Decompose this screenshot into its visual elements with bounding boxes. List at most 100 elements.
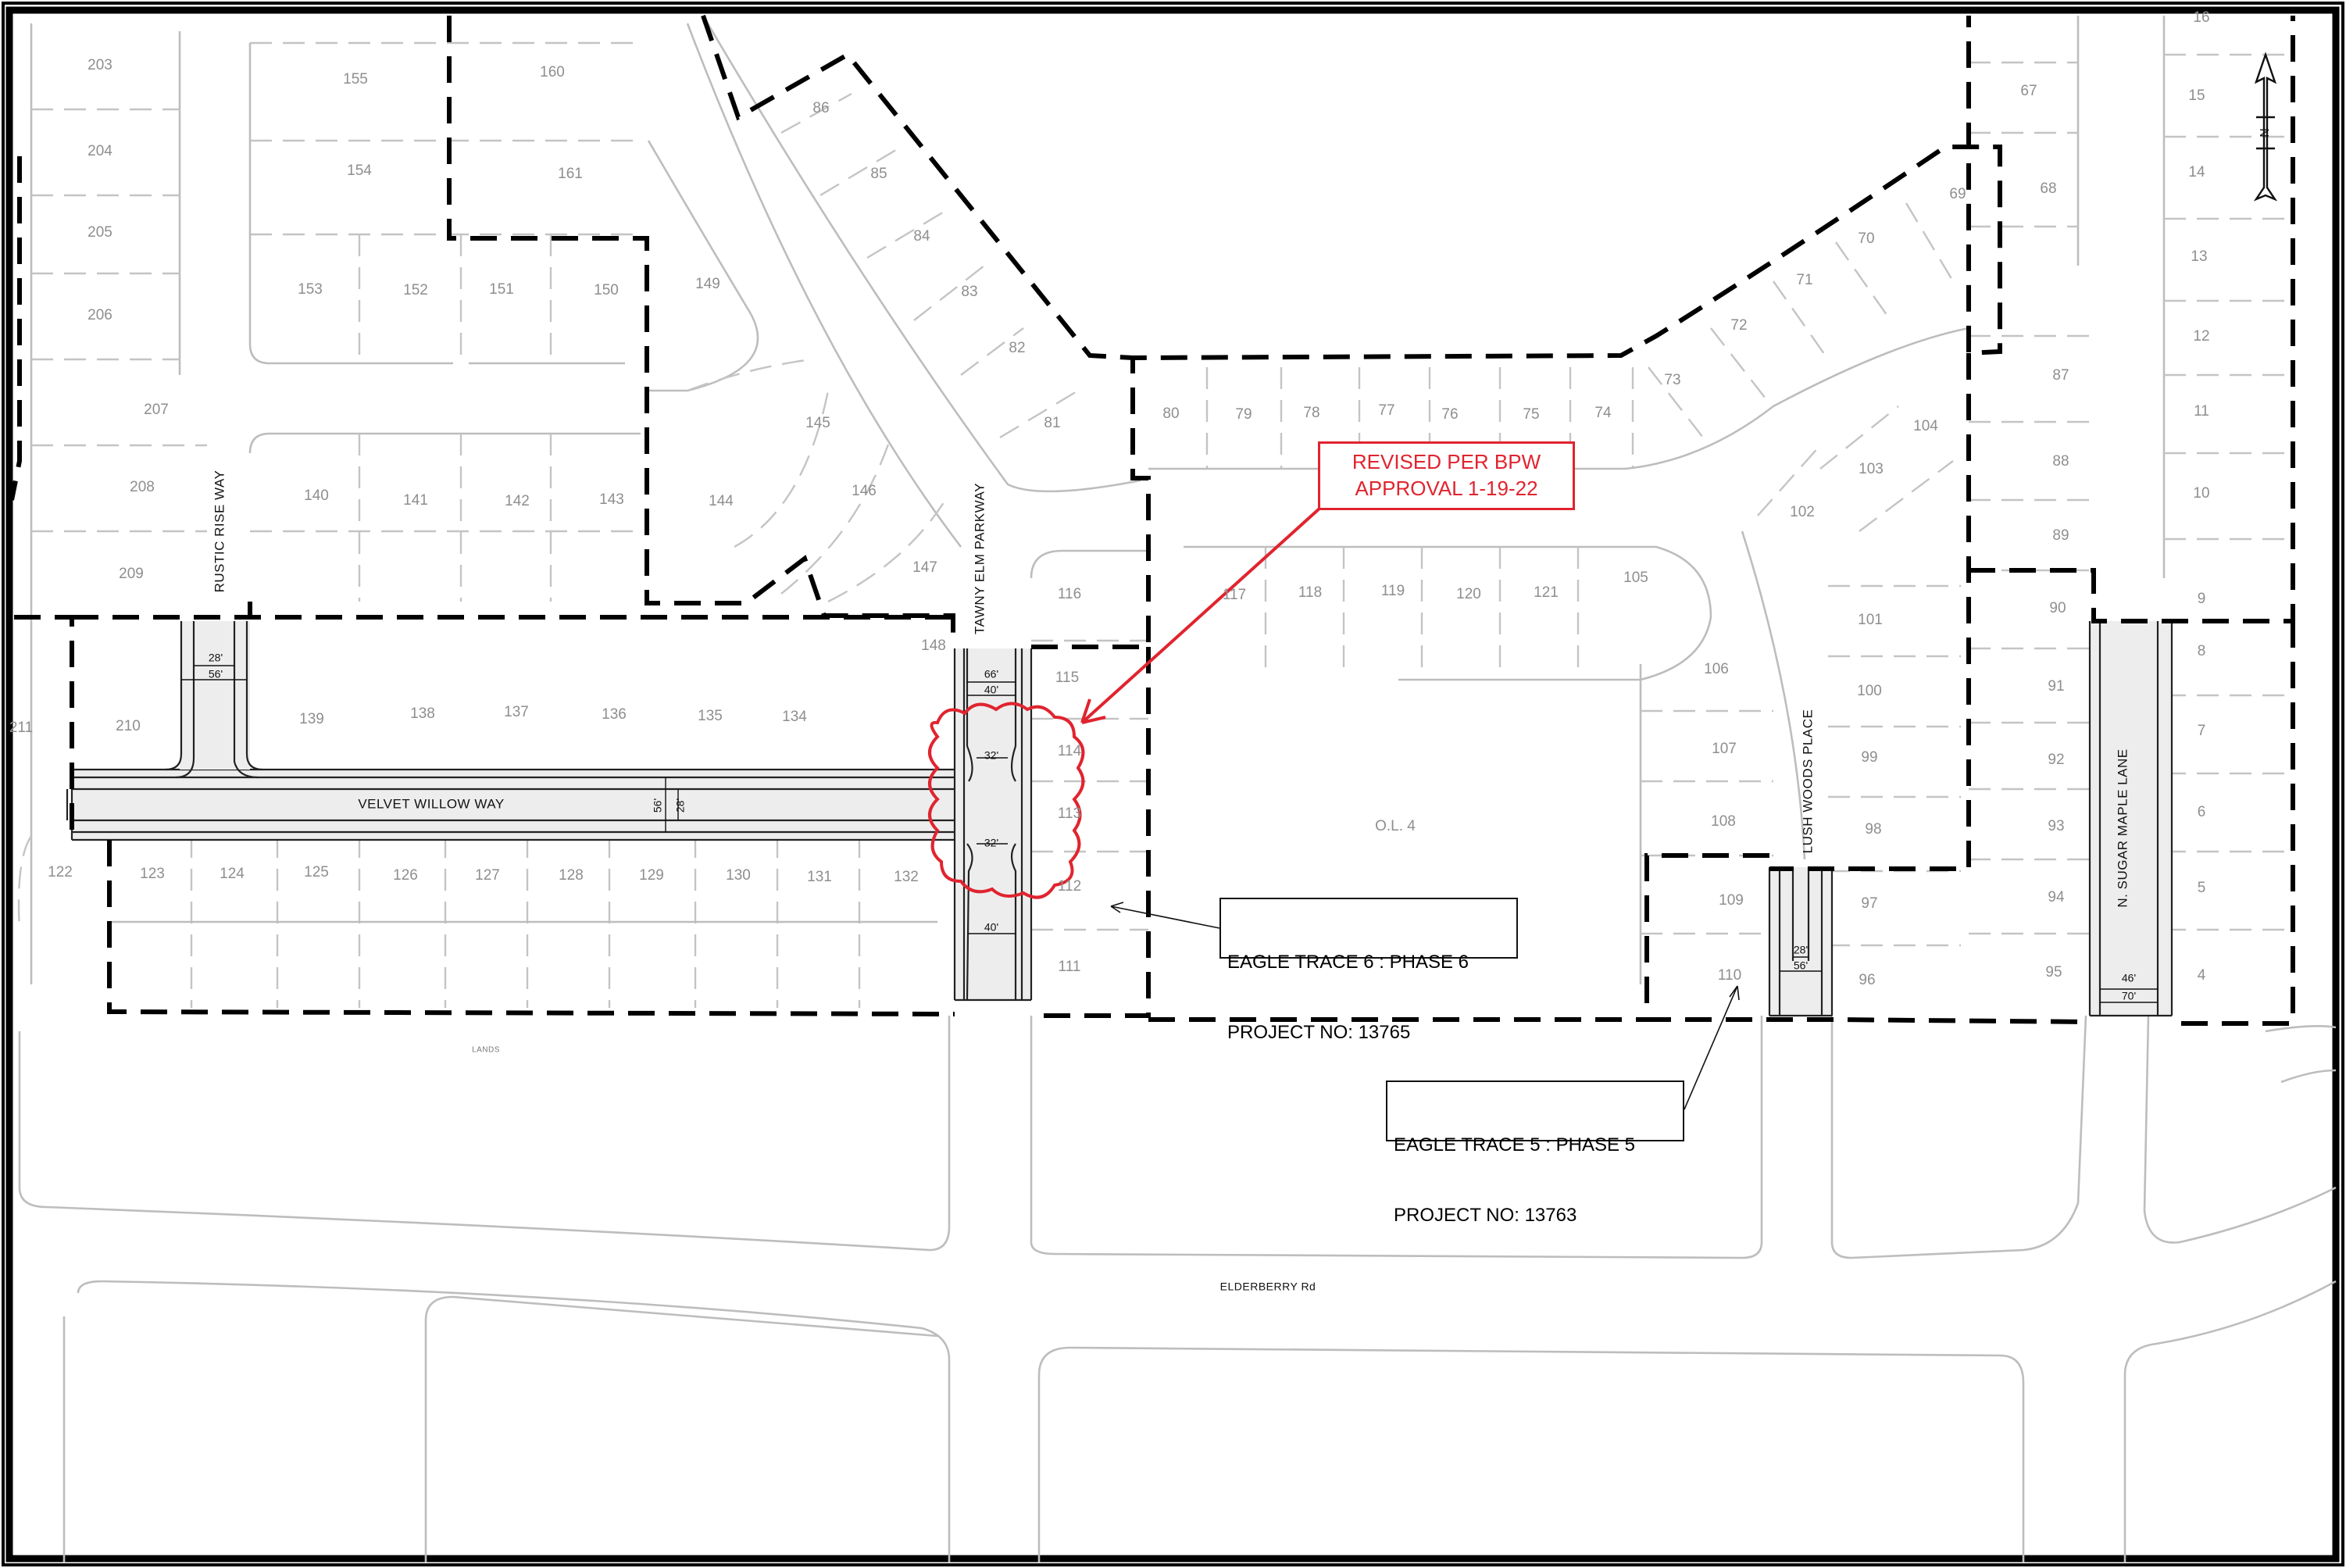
- lot-number: 4: [2198, 967, 2206, 984]
- lot-number: 152: [403, 282, 428, 298]
- lot-number: 106: [1704, 661, 1729, 677]
- lot-number: 105: [1623, 570, 1648, 586]
- lot-number: 131: [807, 869, 832, 885]
- lot-number: 5: [2198, 880, 2206, 896]
- lot-number: 101: [1858, 612, 1883, 628]
- lot-number: 117: [1223, 587, 1246, 603]
- lot-number: 113: [1058, 805, 1081, 822]
- lot-number: 140: [304, 488, 329, 504]
- lot-number: 98: [1865, 821, 1881, 838]
- lot-number: 205: [87, 224, 112, 241]
- lot-number: 108: [1711, 813, 1736, 830]
- sheet-border-inner: [5, 6, 2340, 1563]
- lot-number: 123: [140, 866, 165, 882]
- lot-number: 83: [961, 284, 977, 300]
- lot-number: 119: [1381, 583, 1405, 599]
- revision-note-line2: APPROVAL 1-19-22: [1355, 477, 1538, 500]
- lot-number: 141: [403, 492, 428, 509]
- lot-number: 114: [1058, 743, 1082, 759]
- lot-number: 109: [1719, 892, 1744, 909]
- lot-number: 126: [393, 867, 418, 884]
- lot-number: 12: [2193, 328, 2209, 345]
- dim-sugar-46: 46': [2122, 972, 2136, 984]
- revision-arrow: [1080, 506, 1322, 724]
- lot-number: 81: [1044, 415, 1060, 431]
- lot-number: 71: [1796, 272, 1812, 288]
- lot-number: 90: [2049, 600, 2066, 616]
- lot-number: 207: [144, 402, 169, 418]
- lot-number: 96: [1859, 972, 1875, 988]
- lot-number: 94: [2048, 889, 2065, 905]
- lot-number: 154: [347, 163, 372, 179]
- lot-number: 102: [1790, 504, 1815, 520]
- lot-number: 68: [2040, 180, 2056, 197]
- lot-number: 138: [410, 705, 435, 722]
- lot-number: 139: [299, 711, 324, 727]
- lot-number: 77: [1378, 402, 1394, 419]
- lot-number: 135: [698, 708, 723, 724]
- lot-number: 149: [695, 276, 720, 292]
- n-sugar-maple-lane-label: N. SUGAR MAPLE LANE: [2115, 748, 2130, 907]
- phase6-leader: [1110, 902, 1220, 929]
- lot-number: 9: [2198, 591, 2206, 607]
- lot-number: 11: [2194, 403, 2209, 420]
- lot-number: 89: [2052, 527, 2069, 544]
- revision-note-line1: REVISED PER BPW: [1352, 450, 1541, 473]
- lush-woods-place-label: LUSH WOODS PLACE: [1800, 709, 1815, 854]
- lot-number: 208: [130, 479, 155, 495]
- lot-number: 210: [116, 718, 141, 734]
- lot-number: 211: [9, 720, 33, 736]
- lot-number: 97: [1861, 895, 1877, 912]
- lot-number: 134: [782, 709, 807, 725]
- lot-number: 80: [1162, 405, 1179, 422]
- lot-number: 88: [2052, 453, 2069, 470]
- velvet-willow-way-road: [66, 621, 969, 841]
- lot-number: 8: [2198, 643, 2206, 659]
- revision-cloud: [928, 702, 1085, 899]
- lot-number: 127: [475, 867, 500, 884]
- lot-number: 84: [913, 228, 930, 245]
- tawny-elm-parkway-road: [953, 648, 1033, 1002]
- dim-tawny-40-top: 40': [984, 684, 998, 696]
- open-lot-label: O.L. 4: [1375, 818, 1416, 834]
- lot-number: 124: [220, 866, 245, 882]
- lot-number: 73: [1664, 372, 1680, 388]
- lot-number: 206: [87, 307, 112, 323]
- phase5-callout: EAGLE TRACE 5 : PHASE 5 PROJECT NO: 1376…: [1386, 1080, 1684, 1226]
- lot-number: 125: [304, 864, 329, 880]
- lot-lines: [17, 15, 2289, 1008]
- lush-woods-place-road: [1768, 867, 1834, 1017]
- lot-number: 69: [1949, 186, 1966, 202]
- lot-number: 151: [489, 281, 514, 298]
- lot-number: 147: [912, 559, 937, 576]
- perimeter-roads: [18, 1015, 2337, 1563]
- elderberry-road-label: ELDERBERRY Rd: [1220, 1280, 1316, 1293]
- lot-number: 150: [594, 282, 619, 298]
- dim-velvet-28: 28': [674, 798, 687, 813]
- phase6-project: PROJECT NO: 13765: [1227, 1022, 1411, 1043]
- dim-lush-28: 28': [1794, 944, 1808, 956]
- phase5-project: PROJECT NO: 13763: [1394, 1205, 1577, 1226]
- lot-number: 103: [1859, 461, 1884, 477]
- lot-number: 70: [1858, 230, 1874, 247]
- rustic-rise-way-label: RUSTIC RISE WAY: [212, 470, 227, 593]
- lot-number: 15: [2188, 88, 2205, 104]
- lot-number: 93: [2048, 818, 2064, 834]
- lot-number: 120: [1456, 586, 1481, 602]
- dim-tawny-32-bottom: 32': [984, 837, 998, 849]
- lot-number: 95: [2045, 964, 2062, 980]
- lot-number: 129: [639, 867, 664, 884]
- lot-number: 14: [2188, 164, 2205, 180]
- dimension-lines: [181, 665, 2158, 1003]
- lot-number: 130: [726, 867, 751, 884]
- lot-number: 79: [1235, 406, 1252, 423]
- lot-number: 107: [1712, 741, 1737, 757]
- lot-number: 153: [298, 281, 323, 298]
- lot-number: 146: [852, 483, 877, 499]
- lot-number: 111: [1059, 959, 1081, 975]
- lot-number: 74: [1594, 405, 1612, 421]
- lot-number: 143: [599, 491, 624, 508]
